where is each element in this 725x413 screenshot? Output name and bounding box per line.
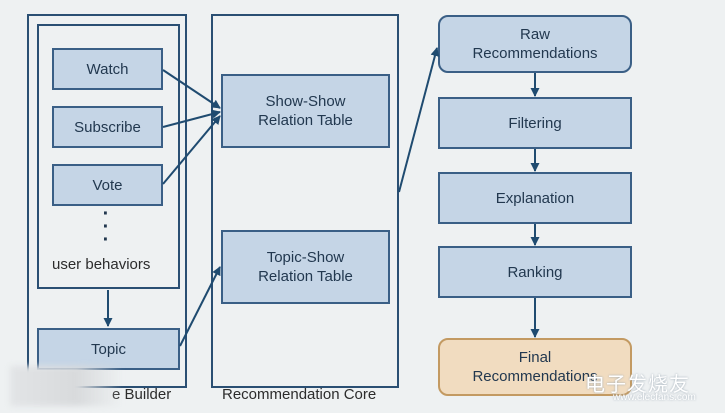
show-show-table: Show-Show Relation Table — [221, 74, 390, 148]
arrow-core-to-raw — [398, 47, 440, 193]
watermark-text: 电子发烧友 — [585, 373, 690, 396]
arrow-topic-to-topicshow — [179, 266, 221, 347]
arrow-watch-to-showshow — [162, 69, 221, 109]
builder-caption: e Builder — [112, 386, 172, 403]
watermark-url: www.elecfans.com — [613, 392, 696, 403]
vote-box: Vote — [52, 164, 163, 206]
watermark: 电子发烧友 www.elecfans.com — [585, 360, 715, 404]
topic-box: Topic — [37, 328, 180, 370]
core-caption: Recommendation Core — [222, 386, 377, 403]
arrow-subscribe-to-showshow — [162, 109, 221, 128]
arrow-vote-to-showshow — [162, 115, 221, 185]
topic-show-table: Topic-Show Relation Table — [221, 230, 390, 304]
raw-recommendations-box: Raw Recommendations — [438, 15, 632, 73]
final-recommendations-box: Final Recommendations — [438, 338, 632, 396]
ranking-box: Ranking — [438, 246, 632, 298]
user-behaviors-label: user behaviors — [52, 256, 151, 273]
filtering-box: Filtering — [438, 97, 632, 149]
explanation-box: Explanation — [438, 172, 632, 224]
blurred-region — [10, 366, 122, 406]
subscribe-box: Subscribe — [52, 106, 163, 148]
ellipsis-dots: ··· — [102, 203, 110, 251]
watch-box: Watch — [52, 48, 163, 90]
